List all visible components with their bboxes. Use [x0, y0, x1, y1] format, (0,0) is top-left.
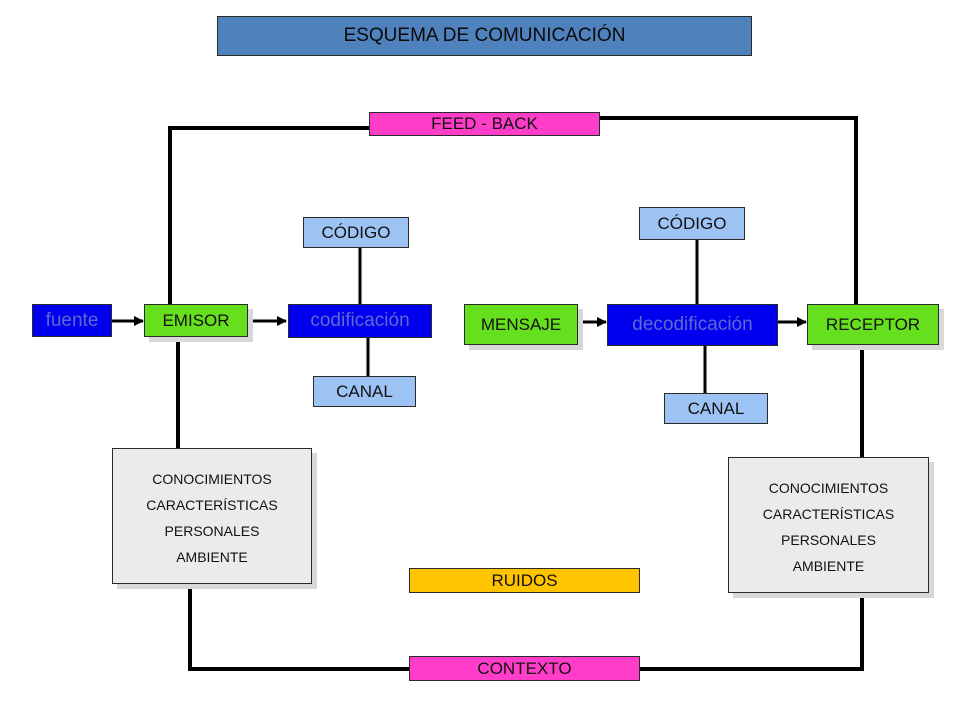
- ruidos-box: RUIDOS: [409, 568, 640, 593]
- codigo-left-box: CÓDIGO: [303, 217, 409, 248]
- context-line-left: [188, 583, 412, 671]
- canal-left-box: CANAL: [313, 376, 416, 407]
- mensaje-box: MENSAJE: [464, 304, 578, 345]
- codificacion-box: codificación: [288, 304, 432, 338]
- diagram-title: ESQUEMA DE COMUNICACIÓN: [217, 16, 752, 56]
- feedback-line-right: [598, 116, 858, 312]
- codigo-right-box: CÓDIGO: [639, 207, 745, 240]
- info-box-left: CONOCIMIENTOS CARACTERÍSTICAS PERSONALES…: [112, 448, 312, 584]
- feedback-line-left: [168, 126, 372, 312]
- info-left-line-2: CARACTERÍSTICAS: [146, 497, 278, 513]
- canal-right-box: CANAL: [664, 393, 768, 424]
- contexto-box: CONTEXTO: [409, 656, 640, 681]
- info-right-line-4: AMBIENTE: [792, 558, 865, 574]
- info-left-line-4: AMBIENTE: [176, 549, 248, 565]
- context-line-right: [638, 592, 864, 671]
- decodificacion-box: decodificación: [607, 304, 778, 346]
- info-left-line-3: PERSONALES: [164, 523, 260, 539]
- info-left-line-1: CONOCIMIENTOS: [152, 471, 272, 487]
- fuente-box: fuente: [32, 304, 112, 337]
- info-right-line-3: PERSONALES: [781, 532, 876, 548]
- info-box-right: CONOCIMIENTOS CARACTERÍSTICAS PERSONALES…: [728, 457, 929, 593]
- info-right-line-2: CARACTERÍSTICAS: [762, 506, 895, 522]
- feedback-box: FEED - BACK: [369, 112, 600, 136]
- info-right-line-1: CONOCIMIENTOS: [768, 480, 889, 496]
- receptor-box: RECEPTOR: [807, 304, 939, 345]
- emisor-box: EMISOR: [144, 304, 248, 337]
